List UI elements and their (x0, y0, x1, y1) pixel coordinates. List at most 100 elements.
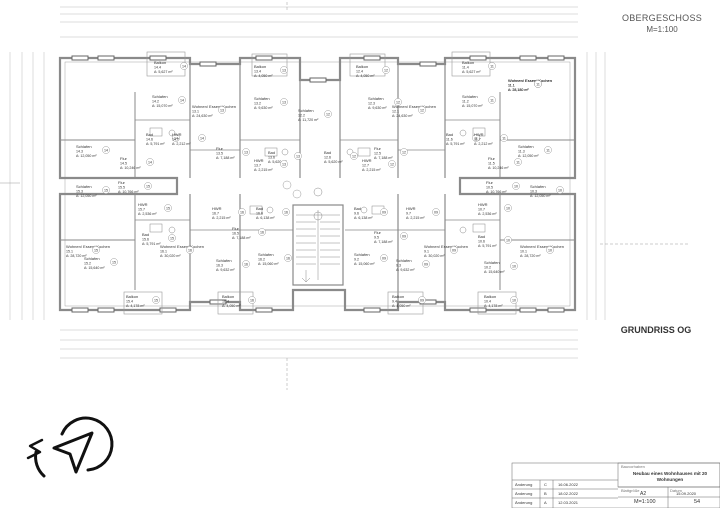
unit-tag-circle (102, 146, 110, 154)
room-area: A: 10,766 m² (486, 190, 507, 194)
room-name: Balkon (356, 64, 368, 69)
unit-tag: 09 (382, 210, 386, 214)
unit-tag: 15 (104, 188, 108, 192)
room-number: 12.2 (298, 113, 305, 117)
room-name: HWR (138, 202, 148, 207)
unit-tag: 16 (250, 298, 254, 302)
room-number: 16.2 (258, 257, 265, 261)
unit-tag-circle (198, 134, 206, 142)
unit-tag-circle (504, 236, 512, 244)
unit-tag: 15 (94, 248, 98, 252)
revision-code: A (544, 500, 547, 505)
room-name: Flur (118, 180, 126, 185)
room-number: 14.7 (172, 137, 179, 141)
title-block-frame (511, 462, 720, 508)
unit-tag-circle (282, 208, 290, 216)
room-number: 12.7 (362, 163, 369, 167)
unit-tag: 15 (146, 184, 150, 188)
room-number: 16.5 (232, 231, 239, 235)
plan-title: GRUNDRISS OG (620, 325, 692, 335)
room-name: Bad (146, 132, 153, 137)
room-area: A: 6,138 m² (256, 216, 275, 220)
room-area: A: 5,791 m² (146, 142, 165, 146)
room-number: 16.3 (216, 263, 223, 267)
unit-tag-circle (500, 134, 508, 142)
room-name: Schlafen (484, 260, 500, 265)
unit-tag: 10 (512, 264, 516, 268)
room-name: Schlafen (530, 184, 546, 189)
unit-tag-circle (172, 134, 180, 142)
room-area: A: 15,060 m² (258, 262, 279, 266)
room-name: Schlafen (462, 94, 478, 99)
unit-tag: 14 (182, 64, 186, 68)
unit-tag-circle (534, 80, 542, 88)
unit-tag-circle (280, 66, 288, 74)
room-area: A: 7,188 m² (374, 240, 393, 244)
room-name: Flur (488, 156, 496, 161)
unit-tag-circle (284, 254, 292, 262)
unit-tag-circle (110, 258, 118, 266)
room-name: Schlafen (368, 96, 384, 101)
room-number: 9.3 (396, 263, 401, 267)
room-name: Balkon (484, 294, 496, 299)
unit-tag-circle (400, 232, 408, 240)
unit-tag: 09 (402, 234, 406, 238)
room-number: 15.2 (84, 261, 91, 265)
unit-tag: 13 (244, 150, 248, 154)
room-name: Schlafen (298, 108, 314, 113)
unit-tag-circle (510, 262, 518, 270)
room-area: A: 7,188 m² (374, 156, 393, 160)
room-name: Schlafen (76, 144, 92, 149)
room-area: A: 2,536 m² (478, 212, 497, 216)
room-name: HWR (212, 206, 222, 211)
room-area: A: 5,791 m² (478, 244, 497, 248)
room-number: 11.6 (446, 137, 453, 141)
room-name: Balkon (462, 60, 474, 65)
room-number: 16.4 (222, 299, 229, 303)
unit-tag: 11 (502, 136, 506, 140)
unit-tag-circle (248, 296, 256, 304)
sheet-scale: M=1:100 (646, 25, 678, 34)
building-walls (58, 56, 577, 312)
room-area: A: 12,050 m² (76, 154, 97, 158)
room-number: 15.7 (138, 207, 145, 211)
room-number: 10.3 (530, 189, 537, 193)
room-area: A: 11,720 m² (298, 118, 319, 122)
room-area: A: 12,050 m² (76, 194, 97, 198)
revision-label: Änderung (515, 482, 533, 487)
room-name: Schlafen (84, 256, 100, 261)
room-name: HWR (362, 158, 372, 163)
stairwell (292, 204, 344, 286)
room-area: A: 9,630 m² (368, 106, 387, 110)
room-area: A: 30,020 m² (424, 254, 445, 258)
room-area: A: 15,640 m² (84, 266, 105, 270)
unit-tag-circle (280, 160, 288, 168)
unit-tag-circle (432, 208, 440, 216)
room-area: A: 4,050 m² (392, 304, 411, 308)
room-area: A: 5,791 m² (446, 142, 465, 146)
room-name: HWR (474, 132, 484, 137)
room-number: 15.5 (118, 185, 125, 189)
unit-tag-circle (400, 148, 408, 156)
unit-tag-circle (218, 106, 226, 114)
room-number: 10.7 (478, 207, 485, 211)
room-number: 12.6 (324, 155, 331, 159)
